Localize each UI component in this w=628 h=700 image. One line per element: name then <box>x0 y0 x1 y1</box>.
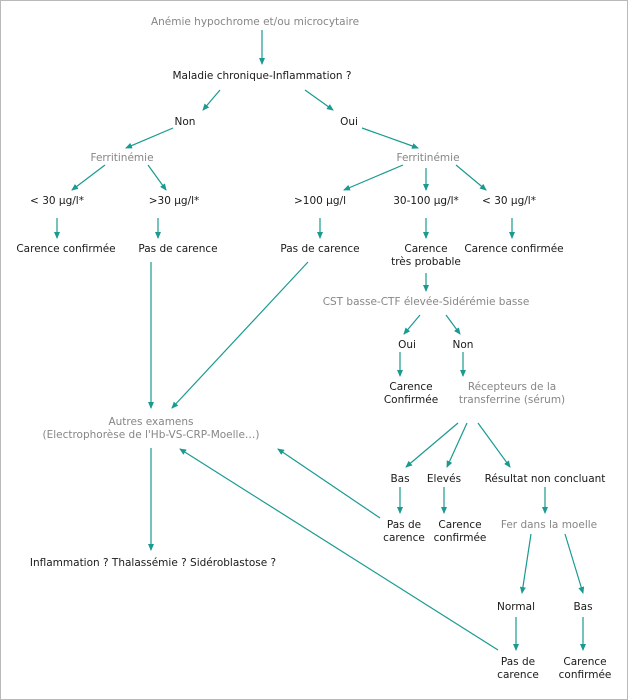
arrow-maladie-non <box>202 89 221 111</box>
node-gt30: >30 µg/l* <box>148 195 200 207</box>
node-lt30-right: < 30 µg/l* <box>482 195 536 207</box>
node-non-1: Non <box>174 116 196 128</box>
arrow-recepteurs-bas <box>405 422 459 468</box>
node-carence-tres-probable: Carence très probable <box>391 243 461 269</box>
arrow-cst-oui <box>403 314 421 335</box>
arrow-ferri-gt30 <box>147 164 167 191</box>
pas-de-carence-final-line1: Pas de <box>500 656 536 668</box>
node-ferritinemie-right: Ferritinémie <box>396 152 460 164</box>
node-carence-confirmee-right: Carence confirmée <box>464 243 564 255</box>
node-carence-confirmee-left: Carence confirmée <box>16 243 116 255</box>
arrow-recepteurs-nonconcluant <box>477 422 511 468</box>
node-maladie-chronique: Maladie chronique-Inflammation ? <box>172 70 352 82</box>
node-30-100: 30-100 µg/l* <box>393 195 459 207</box>
carence-confirmee-3-line2: confirmée <box>433 532 487 544</box>
carence-probable-line1: Carence <box>404 243 448 255</box>
arrow-fer-normal <box>519 533 532 594</box>
arrow-non-ferritinemie <box>125 127 174 149</box>
node-carence-confirmee-4: Carence confirmée <box>559 656 612 682</box>
node-resultat-non-concluant: Résultat non concluant <box>484 473 606 485</box>
node-pas-de-carence-mid: Pas de carence <box>280 243 360 255</box>
pas-de-carence-bas-line2: carence <box>383 532 425 544</box>
autres-examens-line1: Autres examens <box>108 416 194 428</box>
node-pas-de-carence-final: Pas de carence <box>497 656 539 682</box>
node-anemie: Anémie hypochrome et/ou microcytaire <box>150 16 360 28</box>
node-bas-1: Bas <box>390 473 410 485</box>
node-oui-1: Oui <box>340 116 358 128</box>
pas-de-carence-final-line2: carence <box>497 669 539 681</box>
node-oui-2: Oui <box>398 339 416 351</box>
node-normal: Normal <box>497 601 535 613</box>
recepteurs-line1: Récepteurs de la <box>467 381 557 393</box>
arrow-final-autres <box>179 448 499 651</box>
node-ferritinemie-left: Ferritinémie <box>90 152 154 164</box>
arrow-ferri-lt30-left <box>71 164 106 191</box>
arrow-ferri-lt30-right <box>455 164 487 191</box>
node-bas-2: Bas <box>573 601 593 613</box>
carence-confirmee-3-line1: Carence <box>438 519 482 531</box>
arrow-ferri-gt100 <box>343 164 404 191</box>
arrow-recepteurs-eleves <box>446 422 468 468</box>
node-carence-confirmee-2: Carence Confirmée <box>384 381 438 407</box>
arrow-pasdecarence-bas-autres <box>277 448 381 519</box>
node-eleves: Elevés <box>426 473 462 485</box>
arrow-maladie-oui <box>304 89 334 111</box>
node-carence-confirmee-3: Carence confirmée <box>434 519 487 545</box>
node-gt100: >100 µg/l <box>294 195 346 207</box>
carence-confirmee-4-line2: confirmée <box>558 669 612 681</box>
node-cst: CST basse-CTF élevée-Sidérémie basse <box>322 296 530 308</box>
arrow-oui-ferritinemie <box>361 127 419 149</box>
carence-confirmee-2-line2: Confirmée <box>383 394 439 406</box>
carence-confirmee-2-line1: Carence <box>389 381 433 393</box>
node-fer-dans-la-moelle: Fer dans la moelle <box>500 519 598 531</box>
carence-confirmee-4-line1: Carence <box>563 656 607 668</box>
node-recepteurs-transferrine: Récepteurs de la transferrine (sérum) <box>459 381 565 407</box>
arrow-mid-autres <box>171 261 309 409</box>
arrow-cst-non <box>445 314 461 335</box>
node-pas-de-carence-left: Pas de carence <box>138 243 218 255</box>
recepteurs-line2: transferrine (sérum) <box>458 394 566 406</box>
node-inflammation-thalassemie: Inflammation ? Thalassémie ? Sidéroblast… <box>29 557 277 569</box>
node-pas-de-carence-bas: Pas de carence <box>383 519 425 545</box>
node-autres-examens: Autres examens (Electrophorèse de l'Hb-V… <box>42 416 259 442</box>
autres-examens-line2: (Electrophorèse de l'Hb-VS-CRP-Moelle…) <box>42 429 260 441</box>
carence-probable-line2: très probable <box>391 256 461 268</box>
node-non-2: Non <box>452 339 474 351</box>
node-lt30-left: < 30 µg/l* <box>30 195 84 207</box>
pas-de-carence-bas-line1: Pas de <box>386 519 422 531</box>
arrow-fer-bas <box>564 533 585 594</box>
